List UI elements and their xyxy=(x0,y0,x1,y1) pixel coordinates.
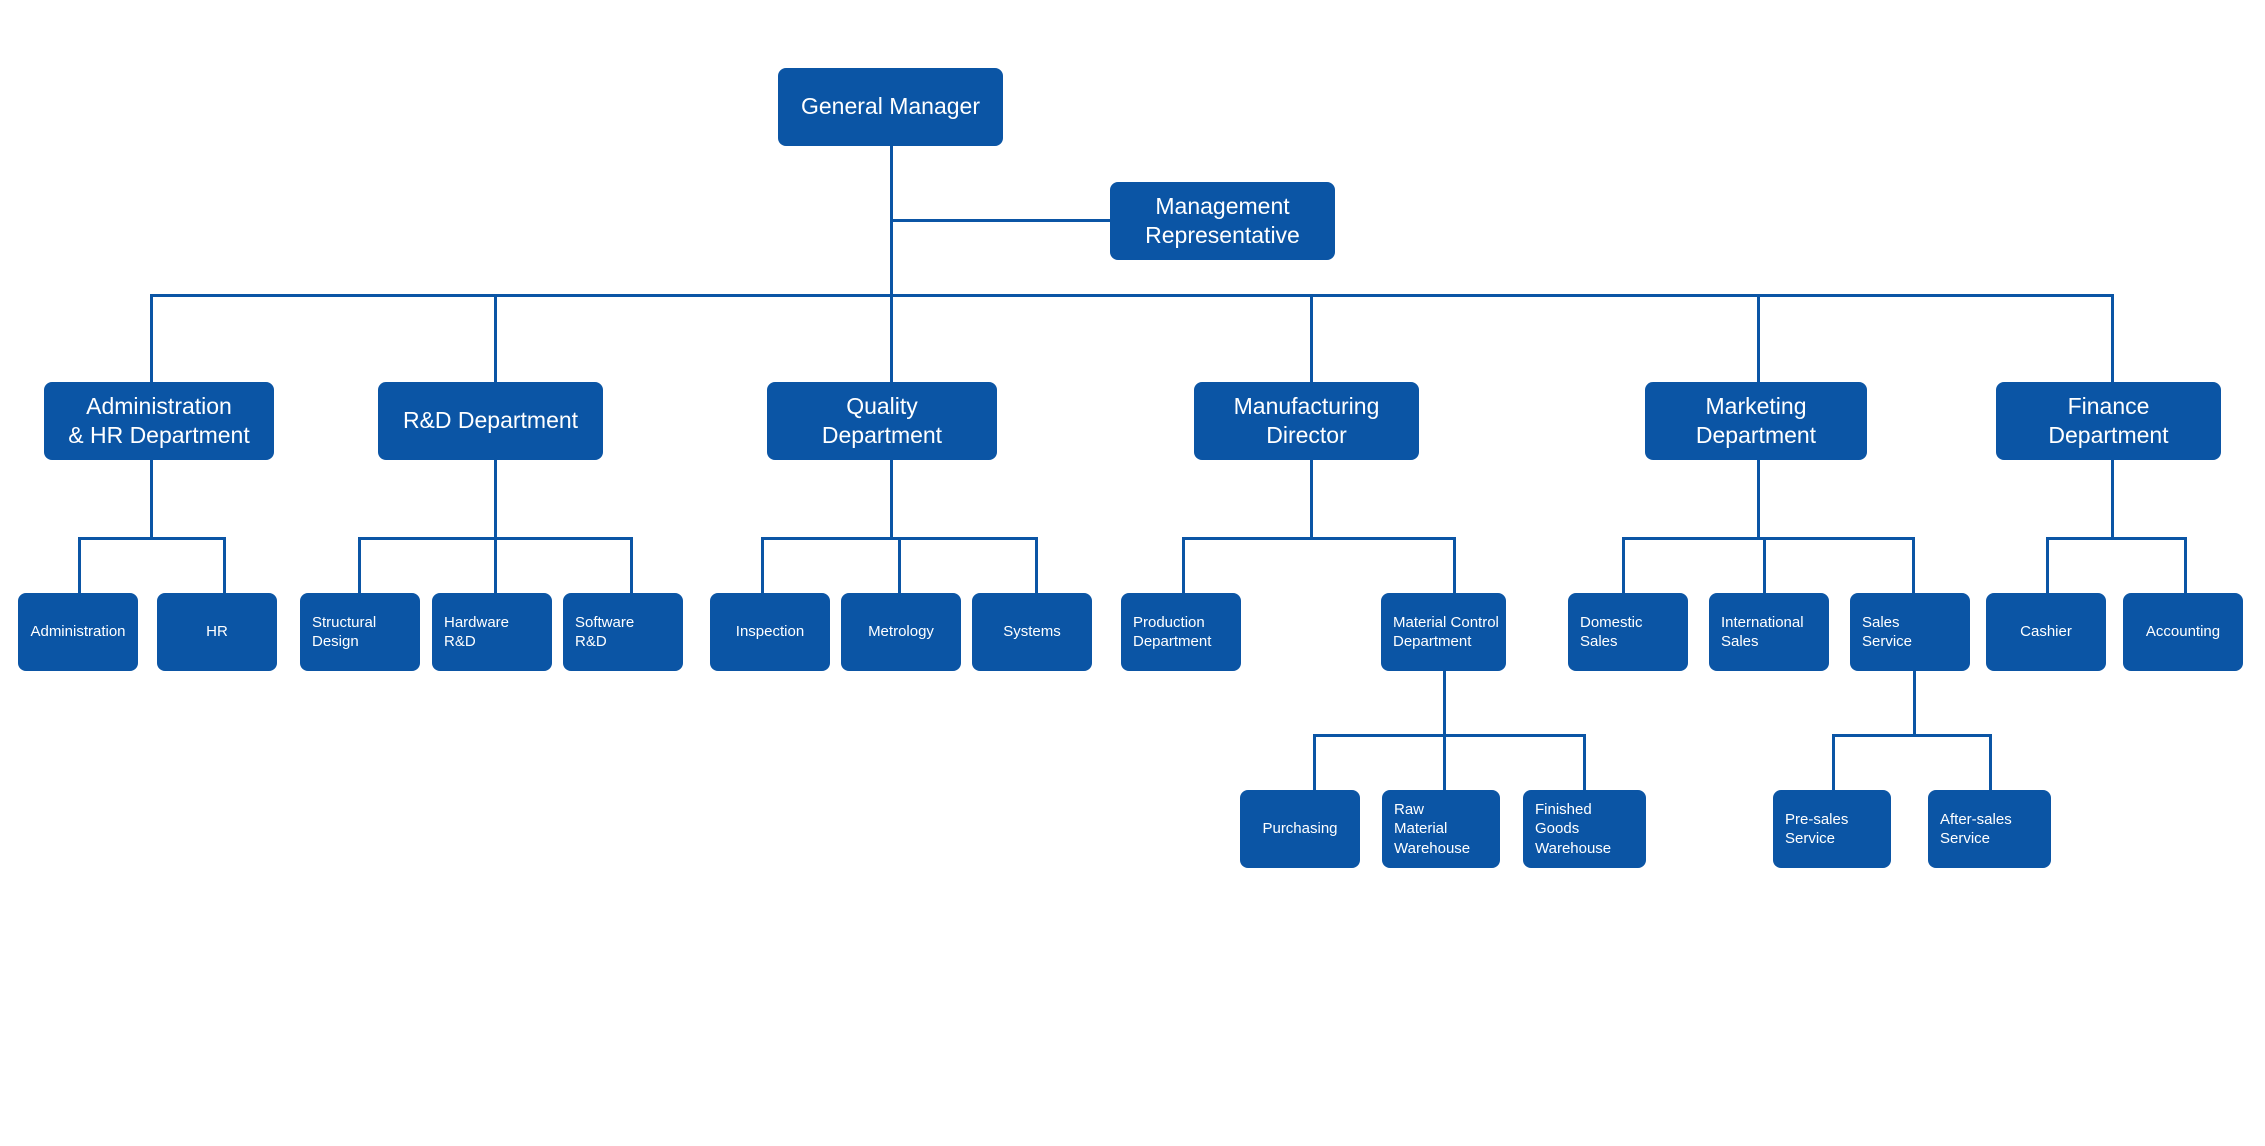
org-node-label-structural-design: Structural Design xyxy=(312,613,377,650)
org-node-label-manufacturing-director: Manufacturing Director xyxy=(1233,392,1380,448)
connector-finance-stem xyxy=(2111,460,2114,537)
connector-admin-hr-drop-2 xyxy=(223,537,226,593)
org-node-raw-material-warehouse[interactable]: Raw Material Warehouse xyxy=(1382,790,1500,868)
org-node-label-production-department: Production Department xyxy=(1133,613,1212,650)
org-node-general-manager[interactable]: General Manager xyxy=(778,68,1003,146)
org-node-label-administration-hr-dept: Administration & HR Department xyxy=(68,392,250,448)
org-node-inspection[interactable]: Inspection xyxy=(710,593,830,671)
connector-ss-drop-2 xyxy=(1989,734,1992,790)
connector-rnd-drop-2 xyxy=(494,537,497,593)
org-node-label-purchasing: Purchasing xyxy=(1262,820,1338,838)
connector-ss-drop-1 xyxy=(1832,734,1835,790)
connector-drop-admin-hr xyxy=(150,294,153,382)
org-node-label-software-rnd: Software R&D xyxy=(575,613,635,650)
connector-admin-hr-bus xyxy=(78,537,223,540)
org-node-cashier[interactable]: Cashier xyxy=(1986,593,2106,671)
org-node-finance-department[interactable]: Finance Department xyxy=(1996,382,2221,460)
org-node-finished-goods-warehouse[interactable]: Finished Goods Warehouse xyxy=(1523,790,1646,868)
org-node-label-quality-department: Quality Department xyxy=(821,392,943,448)
connector-mcd-stem xyxy=(1443,671,1446,734)
org-node-label-marketing-department: Marketing Department xyxy=(1695,392,1817,448)
org-node-label-accounting: Accounting xyxy=(2145,623,2221,641)
connector-manu-drop-2 xyxy=(1453,537,1456,593)
connector-marketing-bus xyxy=(1622,537,1912,540)
org-node-label-hardware-rnd: Hardware R&D xyxy=(444,613,510,650)
connector-drop-rnd xyxy=(494,294,497,382)
org-node-label-management-rep: Management Representative xyxy=(1145,192,1300,248)
connector-marketing-stem xyxy=(1757,460,1760,537)
connector-mcd-drop-1 xyxy=(1313,734,1316,790)
connector-mkt-drop-2 xyxy=(1763,537,1766,593)
org-node-label-material-control-dept: Material Control Department xyxy=(1393,613,1499,650)
org-node-domestic-sales[interactable]: Domestic Sales xyxy=(1568,593,1688,671)
connector-manufacturing-stem xyxy=(1310,460,1313,537)
connector-gm-spine xyxy=(890,146,893,382)
org-node-international-sales[interactable]: International Sales xyxy=(1709,593,1829,671)
connector-finance-bus xyxy=(2046,537,2184,540)
org-node-label-administration: Administration xyxy=(30,623,126,641)
org-node-material-control-dept[interactable]: Material Control Department xyxy=(1381,593,1506,671)
org-node-label-rnd-department: R&D Department xyxy=(402,407,579,434)
connector-drop-marketing xyxy=(1757,294,1760,382)
connector-mkt-drop-3 xyxy=(1912,537,1915,593)
connector-admin-hr-stem xyxy=(150,460,153,537)
org-node-label-finished-goods-warehouse: Finished Goods Warehouse xyxy=(1535,801,1612,857)
org-node-label-hr: HR xyxy=(206,623,228,641)
org-node-hardware-rnd[interactable]: Hardware R&D xyxy=(432,593,552,671)
connector-admin-hr-drop-1 xyxy=(78,537,81,593)
org-node-administration[interactable]: Administration xyxy=(18,593,138,671)
org-node-software-rnd[interactable]: Software R&D xyxy=(563,593,683,671)
connector-fin-drop-1 xyxy=(2046,537,2049,593)
connector-quality-drop-1 xyxy=(761,537,764,593)
org-node-label-after-sales-service: After-sales Service xyxy=(1940,810,2012,847)
org-node-metrology[interactable]: Metrology xyxy=(841,593,961,671)
org-node-manufacturing-director[interactable]: Manufacturing Director xyxy=(1194,382,1419,460)
org-node-hr[interactable]: HR xyxy=(157,593,277,671)
connector-quality-stem xyxy=(890,460,893,537)
org-node-systems[interactable]: Systems xyxy=(972,593,1092,671)
org-node-label-systems: Systems xyxy=(1003,623,1061,641)
org-node-sales-service[interactable]: Sales Service xyxy=(1850,593,1970,671)
org-node-production-department[interactable]: Production Department xyxy=(1121,593,1241,671)
connector-manu-drop-1 xyxy=(1182,537,1185,593)
org-node-label-pre-sales-service: Pre-sales Service xyxy=(1785,810,1849,847)
org-node-administration-hr-dept[interactable]: Administration & HR Department xyxy=(44,382,274,460)
connector-rnd-stem xyxy=(494,460,497,537)
org-node-label-sales-service: Sales Service xyxy=(1862,613,1913,650)
org-node-marketing-department[interactable]: Marketing Department xyxy=(1645,382,1867,460)
org-node-purchasing[interactable]: Purchasing xyxy=(1240,790,1360,868)
org-node-label-general-manager: General Manager xyxy=(801,93,980,120)
org-node-structural-design[interactable]: Structural Design xyxy=(300,593,420,671)
connector-quality-drop-2 xyxy=(898,537,901,593)
org-node-management-rep[interactable]: Management Representative xyxy=(1110,182,1335,260)
connector-rnd-drop-3 xyxy=(630,537,633,593)
connector-fin-drop-2 xyxy=(2184,537,2187,593)
org-node-label-cashier: Cashier xyxy=(2020,623,2072,641)
connector-sales-service-bus xyxy=(1832,734,1989,737)
connector-drop-manufacturing xyxy=(1310,294,1313,382)
org-node-label-metrology: Metrology xyxy=(868,623,934,641)
connector-level2-bus xyxy=(150,294,2114,297)
org-node-quality-department[interactable]: Quality Department xyxy=(767,382,997,460)
connector-mkt-drop-1 xyxy=(1622,537,1625,593)
connector-sales-service-stem xyxy=(1913,671,1916,734)
org-node-after-sales-service[interactable]: After-sales Service xyxy=(1928,790,2051,868)
org-node-label-domestic-sales: Domestic Sales xyxy=(1580,613,1643,650)
connector-gm-to-mgmt-rep xyxy=(890,219,1110,222)
connector-rnd-drop-1 xyxy=(358,537,361,593)
connector-quality-drop-3 xyxy=(1035,537,1038,593)
org-node-pre-sales-service[interactable]: Pre-sales Service xyxy=(1773,790,1891,868)
org-node-label-finance-department: Finance Department xyxy=(2048,392,2169,448)
connector-mcd-bus xyxy=(1313,734,1583,737)
org-node-rnd-department[interactable]: R&D Department xyxy=(378,382,603,460)
org-node-label-international-sales: International Sales xyxy=(1721,613,1804,650)
org-node-accounting[interactable]: Accounting xyxy=(2123,593,2243,671)
org-node-label-raw-material-warehouse: Raw Material Warehouse xyxy=(1394,801,1471,857)
connector-drop-finance xyxy=(2111,294,2114,382)
connector-mcd-drop-3 xyxy=(1583,734,1586,790)
org-node-label-inspection: Inspection xyxy=(735,623,805,641)
connector-mcd-drop-2 xyxy=(1443,734,1446,790)
connector-manufacturing-bus xyxy=(1182,537,1453,540)
